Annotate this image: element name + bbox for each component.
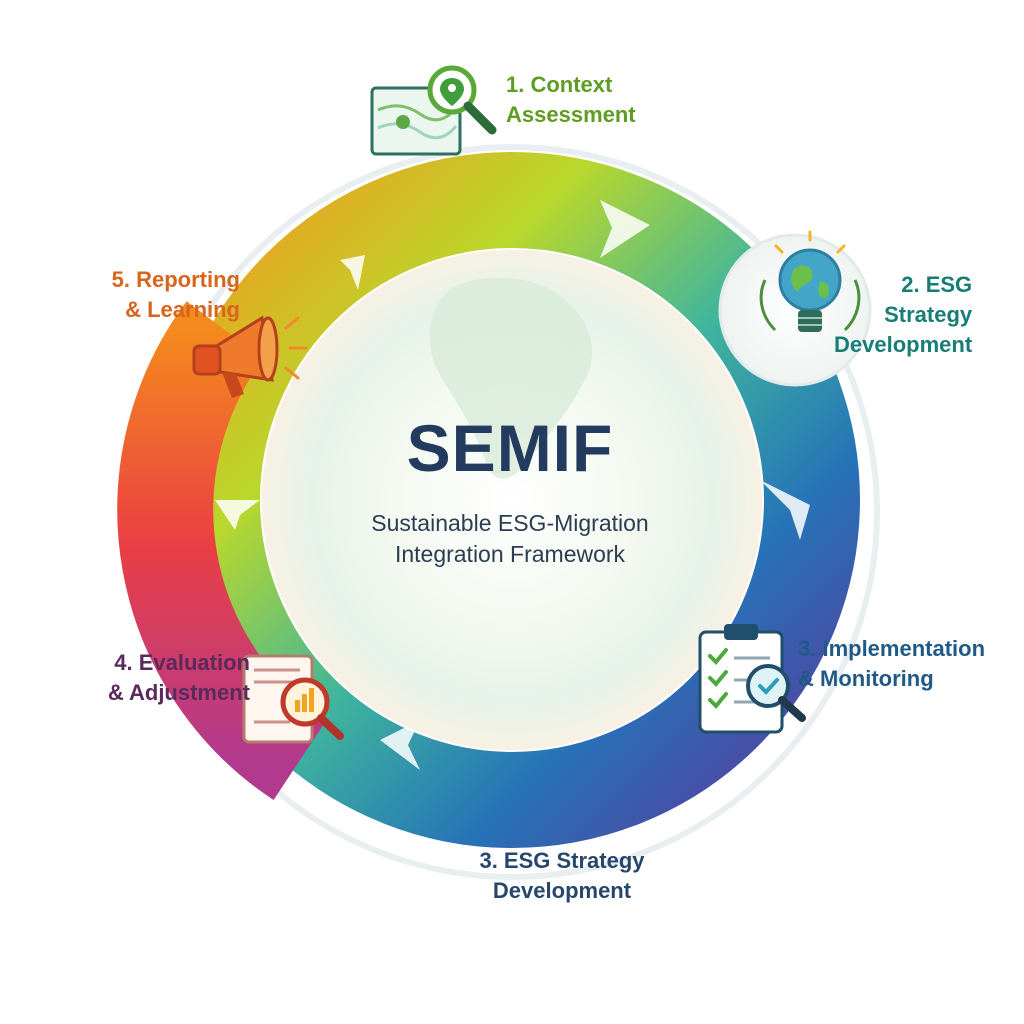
megaphone-icon (192, 315, 308, 398)
diagram-subtitle: Sustainable ESG-Migration Integration Fr… (300, 508, 720, 570)
step-5-line-1: 5. Reporting (111, 267, 240, 292)
step-1-line-2: Assessment (506, 102, 636, 127)
checklist-magnifier-icon (698, 624, 806, 734)
subtitle-line-1: Sustainable ESG-Migration (371, 510, 649, 536)
ring-arrows (215, 200, 810, 770)
bottom-step-label: 3. ESG Strategy Development (430, 846, 694, 906)
step-3-line-2: & Monitoring (798, 666, 934, 691)
step-2-line-2: Strategy (884, 302, 973, 327)
step-5-line-2: & Learning (125, 297, 240, 322)
center-disc (262, 250, 762, 750)
step-4-line-1: 4. Evaluation (114, 650, 250, 675)
step-2-label: 2. ESG Strategy Development (834, 270, 972, 360)
africa-map-silhouette (429, 277, 593, 479)
step-5-label: 5. Reporting & Learning (88, 265, 240, 325)
report-chart-icon (242, 654, 344, 744)
diagram-title: SEMIF (406, 411, 614, 485)
step-1-line-1: 1. Context (506, 72, 613, 97)
step-4-label: 4. Evaluation & Adjustment (60, 648, 250, 708)
map-magnifier-icon (370, 65, 497, 156)
step-4-line-2: & Adjustment (107, 680, 250, 705)
subtitle-line-2: Integration Framework (394, 541, 626, 567)
step-3-label: 3. Implementation & Monitoring (798, 634, 985, 694)
bottom-step-line-1: 3. ESG Strategy (479, 848, 645, 873)
step-1-label: 1. Context Assessment (506, 70, 636, 130)
step-2-line-3: Development (834, 332, 973, 357)
step-3-line-1: 3. Implementation (798, 636, 986, 661)
globe-lightbulb-icon (718, 230, 872, 387)
bottom-step-line-2: Development (492, 878, 632, 903)
step-2-line-1: 2. ESG (901, 272, 973, 297)
